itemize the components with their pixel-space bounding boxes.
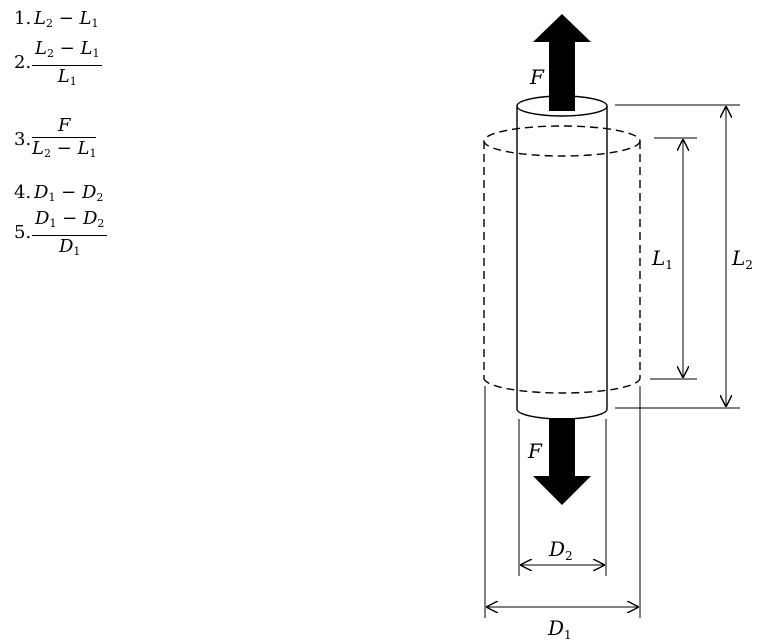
fraction-bar bbox=[32, 235, 108, 236]
stretched-cylinder bbox=[516, 95, 608, 420]
fraction-numerator: F bbox=[57, 115, 71, 136]
fraction: F L2 − L1 bbox=[32, 115, 97, 165]
force-label-top: F bbox=[529, 65, 545, 89]
fraction-denominator: L1 bbox=[57, 66, 77, 88]
fraction-numerator: L2 − L1 bbox=[35, 38, 100, 60]
d1-label: D1 bbox=[547, 616, 572, 642]
l2-label: L2 bbox=[731, 246, 753, 272]
fraction-denominator: L2 − L1 bbox=[32, 138, 97, 160]
option-number: 3. bbox=[14, 129, 32, 150]
l2-dimension bbox=[615, 104, 740, 409]
original-cylinder-dashed bbox=[483, 125, 641, 394]
fraction-bar bbox=[32, 65, 103, 66]
option-number: 1. bbox=[14, 8, 32, 29]
fraction-denominator: D1 bbox=[58, 236, 81, 258]
force-label-bottom: F bbox=[527, 439, 543, 463]
d1-dimension bbox=[484, 386, 641, 618]
option-expression: L2 − L1 bbox=[34, 8, 99, 30]
force-arrow-up-icon bbox=[533, 14, 591, 111]
fraction: D1 − D2 D1 bbox=[32, 208, 108, 263]
fraction-numerator: D1 − D2 bbox=[35, 208, 105, 230]
l1-label: L1 bbox=[651, 246, 673, 272]
force-arrow-down-icon bbox=[533, 418, 591, 505]
d2-label: D2 bbox=[548, 537, 573, 563]
option-number: 5. bbox=[14, 222, 32, 243]
option-number: 4. bbox=[14, 182, 32, 203]
d2-dimension bbox=[518, 419, 607, 576]
option-number: 2. bbox=[14, 52, 32, 73]
fraction-bar bbox=[32, 137, 97, 138]
l1-dimension bbox=[650, 137, 697, 380]
option-expression: D1 − D2 bbox=[34, 182, 104, 204]
fraction: L2 − L1 L1 bbox=[32, 38, 103, 93]
